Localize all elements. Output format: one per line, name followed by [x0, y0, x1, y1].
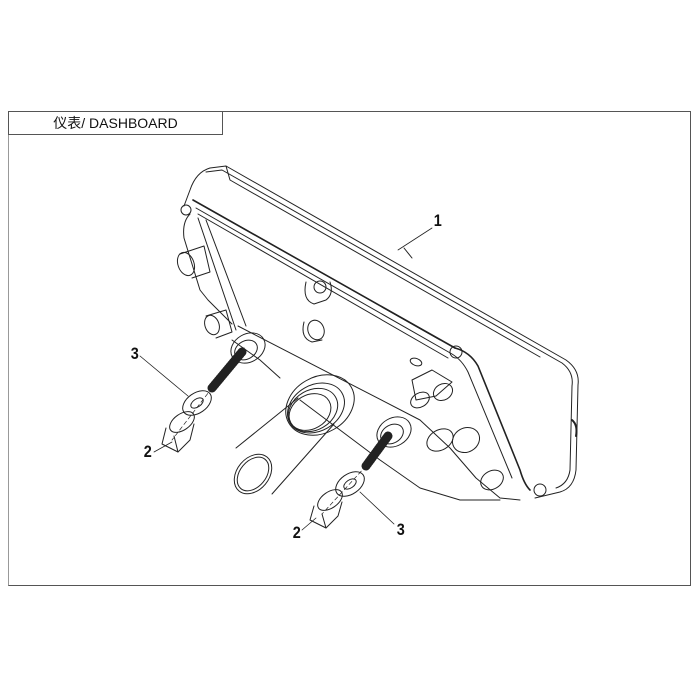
flange-nut-right	[309, 489, 343, 529]
callout-3-washer-right: 3	[396, 520, 405, 539]
drawing-frame	[8, 111, 691, 586]
callout-2-nut-right: 2	[292, 523, 301, 542]
stud-right	[361, 431, 393, 471]
callout-3-washer-left: 3	[130, 344, 139, 363]
callout-1-dashboard: 1	[433, 211, 442, 230]
leader-lines	[139, 227, 433, 531]
washer-right	[335, 471, 365, 497]
flange-nut-left	[161, 411, 195, 453]
stud-left	[207, 347, 247, 393]
callout-2-nut-left: 2	[143, 442, 152, 461]
dashboard-housing	[176, 165, 579, 501]
page-title: 仪表/ DASHBOARD	[8, 111, 223, 135]
